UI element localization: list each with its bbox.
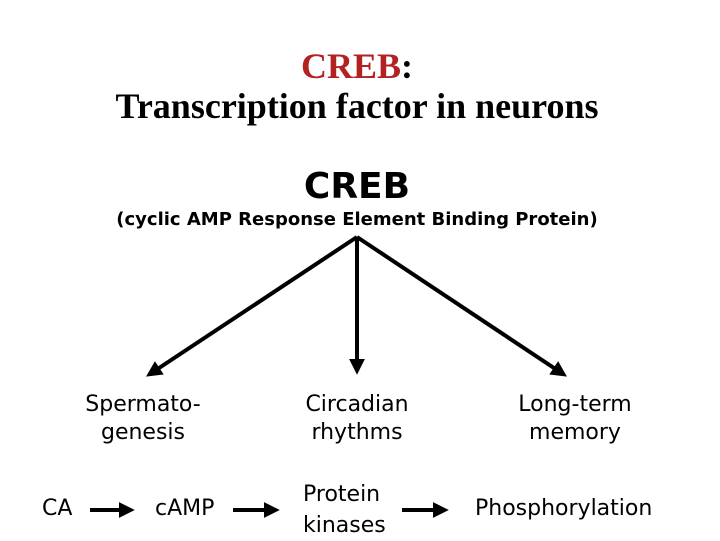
creb-subtitle: (cyclic AMP Response Element Binding Pro… (116, 209, 598, 230)
pathway-step-protein-kinases: Protein kinases (303, 479, 386, 541)
branch-label-long-term-memory: Long-term memory (475, 391, 675, 447)
title-line1: CREB: (0, 46, 714, 86)
pathway-step-camp: cAMP (155, 496, 215, 521)
pathway-step-line: Protein (303, 482, 381, 507)
pathway-step-ca: CA (42, 496, 73, 521)
branch-label-line: Long-term (518, 392, 632, 417)
branch-label-line: Circadian (305, 392, 409, 417)
arrow-to-spermatogenesis-icon (145, 235, 359, 377)
branch-label-spermatogenesis: Spermato- genesis (43, 391, 243, 447)
pathway-step-line: kinases (303, 513, 386, 538)
title-line2: Transcription factor in neurons (115, 86, 599, 126)
title-colon: : (401, 46, 414, 86)
arrow-to-long-term-memory-icon (355, 235, 567, 377)
branch-label-line: Spermato- (85, 392, 201, 417)
branch-label-line: genesis (100, 420, 185, 445)
pathway-step-phosphorylation: Phosphorylation (475, 496, 653, 521)
branch-label-line: memory (529, 420, 621, 445)
branch-label-line: rhythms (311, 420, 403, 445)
page-title: CREB: Transcription factor in neurons (0, 46, 714, 126)
branch-label-circadian-rhythms: Circadian rhythms (257, 391, 457, 447)
creb-heading: CREB (303, 166, 411, 207)
title-acronym-red: CREB (300, 46, 402, 86)
